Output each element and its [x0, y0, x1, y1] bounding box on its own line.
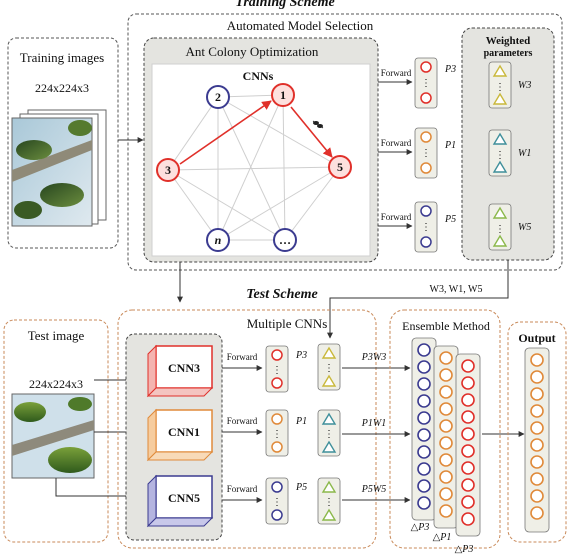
svg-text:⋮: ⋮ — [421, 148, 431, 159]
weights-transfer-label: W3, W1, W5 — [430, 284, 483, 295]
svg-text:P3W3: P3W3 — [361, 352, 386, 363]
svg-text:3: 3 — [165, 163, 171, 177]
test-forward-row-2: Forward — [222, 416, 262, 432]
training-prob-label-p5: P5 — [444, 214, 456, 225]
test-forward-row-1: Forward — [222, 352, 262, 368]
training-prob-column-p5: ⋮ — [415, 202, 437, 252]
weight-column-w5: ⋮ — [489, 204, 511, 250]
svg-text:Forward: Forward — [381, 138, 412, 148]
training-prob-label-p3: P3 — [444, 64, 456, 75]
training-prob-label-p1: P1 — [444, 140, 456, 151]
aco-node-3: 3 — [157, 159, 179, 181]
weighted-parameters-title-1: Weighted — [486, 35, 531, 47]
test-weight-column-w5: ⋮ — [318, 478, 340, 524]
svg-text:Forward: Forward — [381, 212, 412, 222]
aco-title: Ant Colony Optimization — [186, 44, 319, 59]
svg-text:Forward: Forward — [227, 416, 258, 426]
output-column — [525, 348, 549, 532]
cnns-label: CNNs — [243, 69, 274, 83]
weighted-parameters-title-2: parameters — [484, 48, 533, 59]
training-forward-row-3: Forward — [378, 212, 412, 226]
multiple-cnns-title: Multiple CNNs — [247, 316, 328, 331]
automated-model-selection-title: Automated Model Selection — [227, 18, 374, 33]
svg-text:⋮: ⋮ — [324, 363, 334, 374]
test-prob-label-p3: P3 — [295, 350, 307, 361]
svg-text:2: 2 — [215, 90, 221, 104]
training-prob-column-p3: ⋮ — [415, 58, 437, 108]
svg-text:1: 1 — [280, 88, 286, 102]
output-title: Output — [518, 331, 555, 345]
aco-node-5: 5 — [329, 156, 351, 178]
weight-column-w3: ⋮ — [489, 62, 511, 108]
svg-text:Forward: Forward — [227, 352, 258, 362]
ensemble-label-1: △P3 — [411, 522, 430, 533]
cnn-label-5: CNN5 — [168, 491, 200, 505]
arrow-p3w3-to-ensemble: P3W3 — [342, 352, 410, 368]
ensemble-column-1 — [412, 338, 436, 520]
weight-label-w3: W3 — [518, 80, 531, 91]
test-image-size: 224x224x3 — [29, 377, 83, 391]
weight-column-w1: ⋮ — [489, 130, 511, 176]
svg-text:⋮: ⋮ — [495, 150, 505, 161]
weight-label-w5: W5 — [518, 222, 531, 233]
svg-text:P5W5: P5W5 — [361, 484, 386, 495]
test-prob-column-p5: ⋮ — [266, 478, 288, 524]
test-prob-column-p1: ⋮ — [266, 410, 288, 456]
ensemble-column-2 — [434, 346, 458, 528]
test-prob-label-p1: P1 — [295, 416, 307, 427]
svg-text:Forward: Forward — [227, 484, 258, 494]
training-scheme-title: Training Scheme — [235, 0, 334, 10]
test-scheme-title: Test Scheme — [246, 287, 317, 302]
svg-text:⋮: ⋮ — [495, 224, 505, 235]
training-image-stack — [12, 110, 106, 226]
test-forward-row-3: Forward — [222, 484, 262, 500]
ensemble-method-title: Ensemble Method — [402, 319, 490, 333]
test-prob-column-p3: ⋮ — [266, 346, 288, 392]
training-image-size: 224x224x3 — [35, 81, 89, 95]
svg-text:⋮: ⋮ — [272, 365, 282, 376]
ensemble-column-3 — [456, 354, 480, 536]
test-prob-label-p5: P5 — [295, 482, 307, 493]
weight-label-w1: W1 — [518, 148, 531, 159]
test-image-photo — [12, 394, 94, 478]
svg-text:⋮: ⋮ — [324, 497, 334, 508]
svg-text:5: 5 — [337, 160, 343, 174]
svg-text:⋮: ⋮ — [421, 78, 431, 89]
svg-text:…: … — [279, 233, 291, 247]
cnn-label-3: CNN3 — [168, 361, 200, 375]
aco-node-1: 1 — [272, 84, 294, 106]
ensemble-label-3: △P3 — [455, 544, 474, 555]
cnn-label-1: CNN1 — [168, 425, 200, 439]
svg-text:P1W1: P1W1 — [361, 418, 386, 429]
svg-text:n: n — [215, 233, 222, 247]
training-images-label: Training images — [20, 50, 104, 65]
arrow-p1w1-to-ensemble: P1W1 — [342, 418, 410, 434]
test-weight-column-w3: ⋮ — [318, 344, 340, 390]
svg-text:⋮: ⋮ — [272, 429, 282, 440]
test-weight-column-w1: ⋮ — [318, 410, 340, 456]
aco-node-ellipsis: … — [274, 229, 296, 251]
aco-node-2: 2 — [207, 86, 229, 108]
aco-node-n: n — [207, 229, 229, 251]
svg-text:⋮: ⋮ — [421, 222, 431, 233]
svg-text:Forward: Forward — [381, 68, 412, 78]
training-forward-row-2: Forward — [378, 138, 412, 152]
svg-text:⋮: ⋮ — [272, 497, 282, 508]
svg-text:⋮: ⋮ — [495, 82, 505, 93]
training-forward-row-1: Forward — [378, 68, 412, 82]
test-image-label: Test image — [28, 328, 85, 343]
ensemble-label-2: △P1 — [433, 532, 452, 543]
training-prob-column-p1: ⋮ — [415, 128, 437, 178]
svg-text:⋮: ⋮ — [324, 429, 334, 440]
